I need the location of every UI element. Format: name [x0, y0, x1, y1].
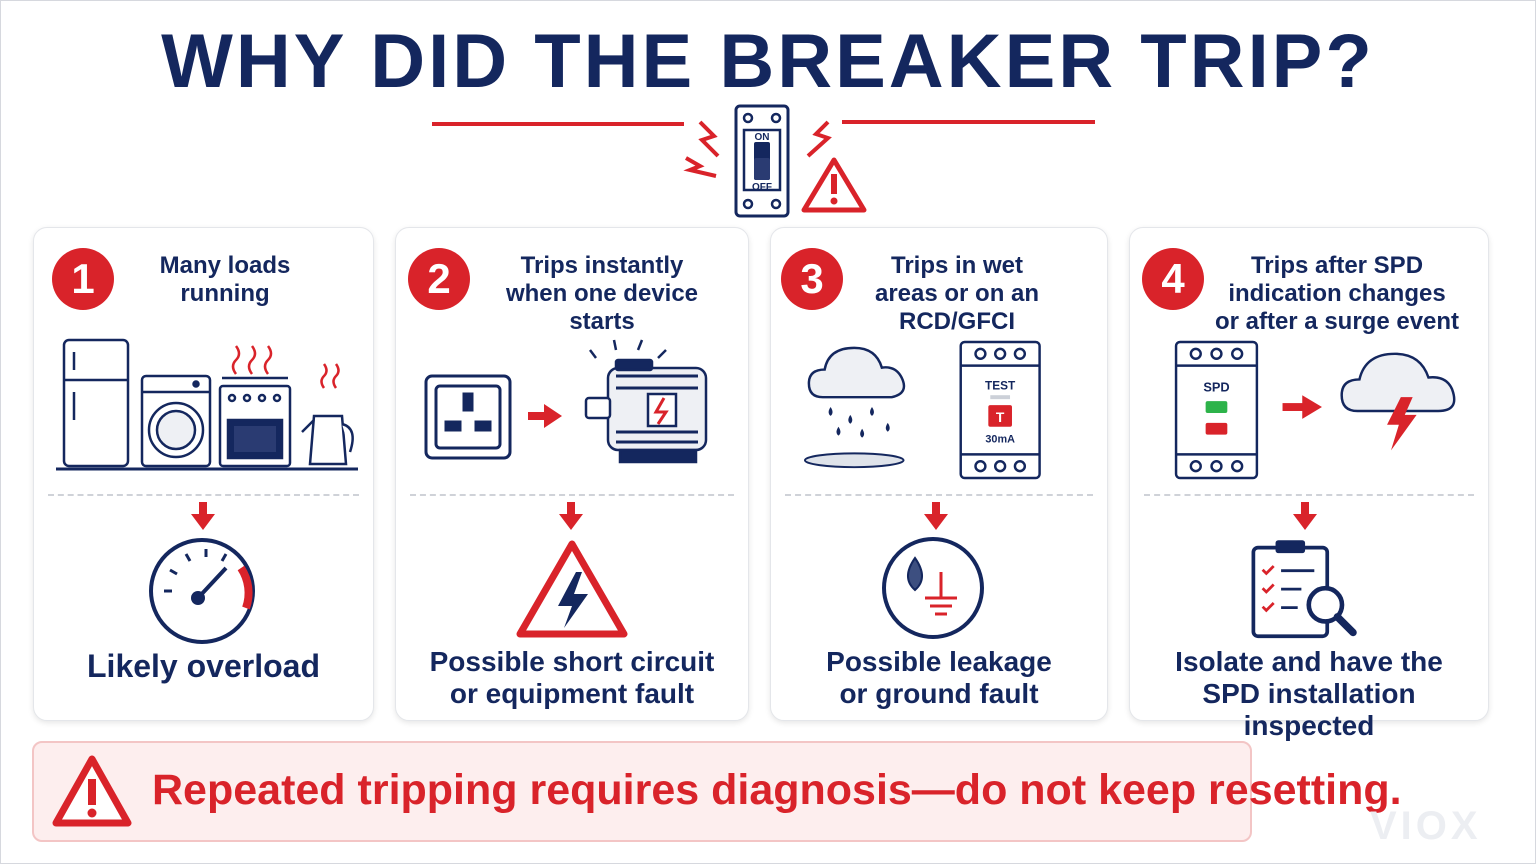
rain-drops-icon	[828, 407, 890, 438]
rcd-rating-label: 30mA	[985, 434, 1015, 446]
card-result-line: or ground fault	[839, 678, 1039, 709]
vibration-lines-icon	[589, 339, 667, 359]
lightning-bolt-icon	[683, 120, 832, 178]
high-voltage-warning-icon	[516, 540, 628, 638]
card-title-line: indication changes	[1228, 280, 1446, 307]
hero-breaker-graphic: ON OFF	[432, 104, 1095, 218]
card-result: Possible leakage or ground fault	[779, 646, 1099, 710]
electric-motor-icon	[584, 358, 708, 464]
rcd-device-icon: TEST T 30mA	[959, 340, 1041, 480]
outlet-motor-illustration	[424, 339, 708, 464]
ground-leakage-icon	[882, 537, 984, 639]
card-result-line: SPD installation inspected	[1202, 678, 1416, 741]
card-title-line: Many loads	[159, 252, 291, 279]
wall-outlet-icon	[424, 374, 512, 460]
card-result-line: or equipment fault	[449, 678, 695, 709]
cause-card-overload: 1 Many loads running	[33, 227, 374, 721]
card-result: Possible short circuit or equipment faul…	[404, 646, 740, 710]
warning-triangle-icon	[801, 157, 867, 213]
card-title-line: Trips after SPD	[1250, 252, 1424, 279]
down-arrow-icon	[1293, 502, 1317, 530]
down-arrow-icon	[191, 502, 215, 530]
cause-card-spd: 4 Trips after SPD indication changes or …	[1129, 227, 1489, 741]
card-result: Isolate and have the SPD installation in…	[1138, 646, 1480, 742]
heat-steam-icon	[231, 345, 340, 389]
rcd-test-label: TEST	[985, 378, 1016, 392]
rain-rcd-illustration: TEST T 30mA	[803, 340, 1041, 480]
card-title-line: starts	[569, 308, 635, 335]
card-result-line: Likely overload	[87, 648, 320, 684]
card-result-line: Possible short circuit	[429, 646, 715, 677]
viox-logo: VIOX	[1370, 804, 1482, 848]
stove-icon	[218, 376, 292, 468]
household-appliances-illustration	[56, 338, 358, 471]
storm-cloud-icon	[1340, 352, 1456, 451]
step-number-badge: 1	[52, 248, 114, 310]
washing-machine-icon	[140, 374, 212, 468]
warning-banner-text: Repeated tripping requires diagnosis—do …	[152, 766, 1402, 814]
card-title-line: Trips instantly	[520, 252, 684, 279]
step-number-badge: 4	[1142, 248, 1204, 310]
card-divider	[48, 494, 359, 496]
cause-card-short-circuit: 2 Trips instantly when one device starts	[395, 227, 749, 721]
card-divider	[410, 494, 734, 496]
card-title: Trips instantly when one device starts	[492, 252, 712, 336]
card-title-line: or after a surge event	[1214, 308, 1460, 335]
rain-cloud-icon	[807, 346, 906, 399]
down-arrow-icon	[924, 502, 948, 530]
spd-surge-illustration: SPD	[1174, 340, 1456, 480]
water-puddle-icon	[803, 452, 905, 469]
card-result-line: Isolate and have the	[1175, 646, 1443, 677]
breaker-switch-icon: ON OFF	[734, 104, 790, 218]
spd-green-indicator	[1205, 401, 1228, 413]
right-arrow-icon	[1282, 395, 1322, 419]
gauge-icon	[149, 538, 255, 644]
magnifier-icon	[1306, 585, 1345, 624]
card-title-line: running	[180, 280, 270, 307]
card-result: Likely overload	[42, 650, 365, 682]
warning-banner: Repeated tripping requires diagnosis—do …	[32, 741, 1402, 842]
card-divider	[1144, 494, 1474, 496]
card-title: Trips in wet areas or on an RCD/GFCI	[859, 252, 1055, 336]
warning-triangle-icon	[52, 755, 132, 827]
card-title-line: RCD/GFCI	[899, 308, 1015, 335]
card-title: Many loads running	[134, 252, 316, 308]
switch-off-label: OFF	[752, 182, 772, 193]
card-divider	[785, 494, 1093, 496]
down-arrow-icon	[559, 502, 583, 530]
step-number-badge: 2	[408, 248, 470, 310]
kettle-icon	[301, 414, 354, 466]
card-title-line: areas or on an	[874, 280, 1040, 307]
step-number-badge: 3	[781, 248, 843, 310]
spd-device-icon: SPD	[1174, 340, 1259, 480]
card-result-line: Possible leakage	[826, 646, 1052, 677]
card-title-line: when one device	[505, 280, 699, 307]
spd-label: SPD	[1203, 379, 1229, 394]
refrigerator-icon	[62, 338, 130, 468]
rcd-t-button-label: T	[996, 410, 1005, 425]
switch-on-label: ON	[755, 132, 770, 143]
inspection-clipboard-icon	[1251, 540, 1357, 639]
card-title-line: Trips in wet	[890, 252, 1024, 279]
card-title: Trips after SPD indication changes or af…	[1212, 252, 1462, 336]
spd-red-indicator	[1205, 422, 1228, 435]
cause-card-leakage: 3 Trips in wet areas or on an RCD/GFCI T…	[770, 227, 1108, 721]
right-arrow-icon	[528, 404, 562, 428]
page-title: WHY DID THE BREAKER TRIP?	[161, 19, 1375, 104]
